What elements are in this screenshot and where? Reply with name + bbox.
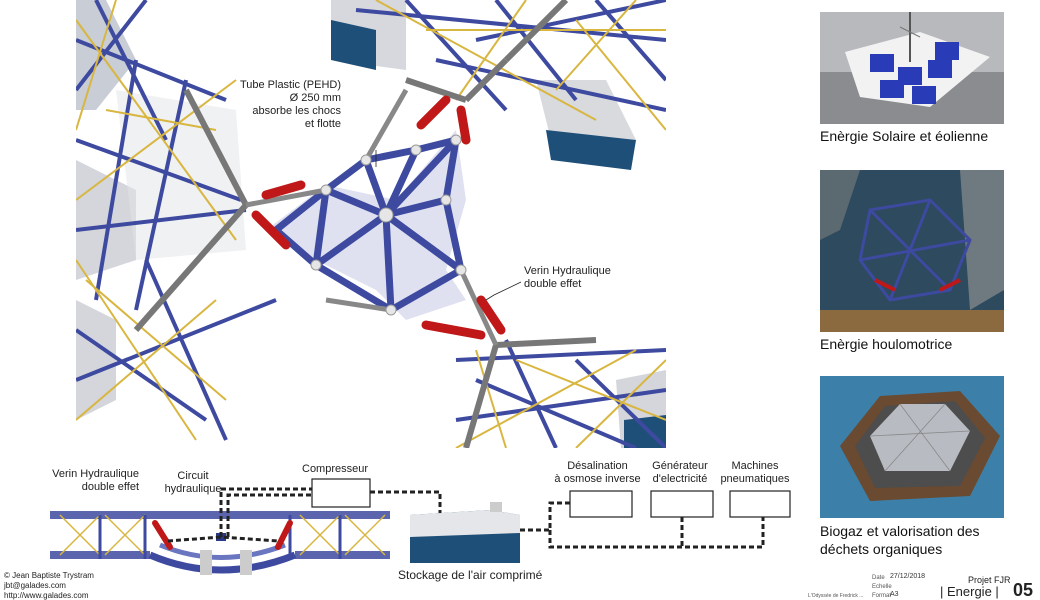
main-structure-render (76, 0, 666, 448)
bottom-module (455, 337, 666, 448)
generateur-box (650, 490, 714, 518)
biogas-image (820, 376, 1004, 518)
compresseur-box (311, 478, 371, 508)
schem-verin-label: Verin Hydraulique double effet (52, 468, 139, 493)
schem-circuit-label: Circuit hydraulique (164, 470, 222, 495)
credit-website: http://www.galades.com (4, 591, 89, 600)
credit-email: jbt@galades.com (4, 581, 66, 590)
central-connector (245, 88, 506, 347)
tb-scale-label: Echelle (872, 584, 892, 590)
tb-format-label: Format (872, 593, 892, 599)
left-module (76, 0, 277, 441)
verin-label: Verin Hydraulique double effet (524, 265, 611, 290)
machines-box (729, 490, 791, 518)
tube-label: Tube Plastic (PEHD) Ø 250 mm absorbe les… (239, 79, 341, 130)
credit-author: © Jean Baptiste Trystram (4, 571, 94, 580)
tb-date-label: Date (872, 575, 885, 581)
hydraulic-schematic (50, 478, 791, 575)
caption-solaire: Enèrgie Solaire et éolienne (820, 128, 989, 144)
tb-project: Projet FJR (968, 575, 1011, 585)
tb-dossier: L'Odyssée de Fredrick ... (808, 593, 864, 599)
storage-tank (410, 502, 520, 563)
solar-wind-image (820, 12, 1004, 124)
tb-date: 27/12/2018 (890, 573, 926, 580)
caption-biogaz: Biogaz et valorisation des déchets organ… (820, 523, 980, 557)
caption-houlo: Enèrgie houlomotrice (820, 336, 953, 352)
desal-box (569, 490, 633, 518)
schem-machines-label: Machines pneumatiques (720, 460, 790, 485)
tb-format: A3 (890, 591, 899, 598)
wave-energy-image (820, 170, 1004, 332)
schem-stockage-label: Stockage de l'air comprimé (398, 568, 543, 582)
schem-generateur-label: Générateur d'electricité (652, 460, 708, 485)
tb-page-number: 05 (1013, 580, 1034, 600)
tb-section: | Energie | (940, 584, 999, 599)
schem-desal-label: Désalination à osmose inverse (554, 460, 641, 485)
truss-section (50, 511, 390, 575)
schem-compresseur-label: Compresseur (302, 463, 369, 475)
top-module (331, 0, 666, 170)
